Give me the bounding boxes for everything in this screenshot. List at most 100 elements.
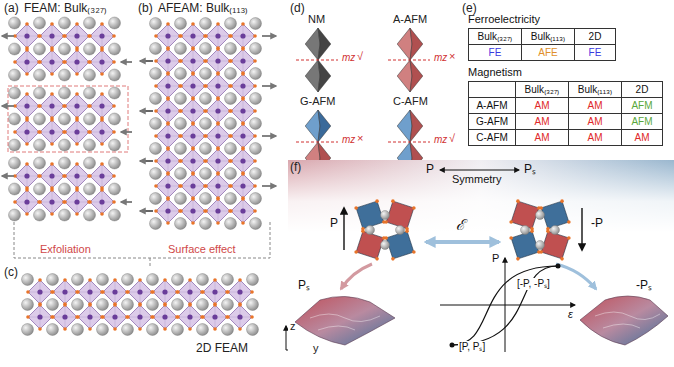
oxygen-atom: [253, 34, 257, 38]
octahedron: [206, 99, 230, 123]
oxygen-atom: [241, 172, 245, 176]
oxygen-atom: [178, 134, 182, 138]
oxygen-atom: [63, 34, 67, 38]
octahedron: [178, 280, 202, 304]
oxygen-atom: [166, 97, 170, 101]
panel-letter: (c): [4, 266, 18, 280]
oxygen-atom: [166, 122, 170, 126]
oxygen-atom: [75, 22, 79, 26]
octahedron-edge: [181, 49, 205, 73]
oxygen-atom: [241, 146, 245, 150]
oxygen-atom: [516, 199, 520, 203]
octahedron: [156, 149, 180, 173]
octahedron-edge: [28, 305, 52, 329]
polarization-label: -P: [591, 217, 603, 231]
table-cell: A-AFM: [469, 98, 515, 113]
b-site-atom: [165, 58, 170, 63]
oxygen-atom: [163, 327, 167, 331]
oxygen-atom: [138, 302, 142, 306]
oxygen-atom: [241, 71, 245, 75]
oxygen-atom: [253, 134, 257, 138]
oxygen-atom: [37, 34, 41, 38]
oxygen-atom: [179, 159, 183, 163]
oxygen-atom: [113, 278, 117, 282]
oxygen-atom: [166, 172, 170, 176]
arrow: [140, 160, 153, 162]
b-site-atom: [74, 129, 79, 134]
table-cell: FE: [469, 45, 521, 60]
oxygen-atom: [26, 315, 30, 319]
oxygen-atom: [88, 302, 92, 306]
table-cell: AM: [569, 130, 621, 145]
a-site-atom: [200, 68, 212, 80]
oxygen-atom: [113, 302, 117, 306]
a-site-atom: [109, 69, 121, 81]
octahedron: [15, 120, 39, 144]
arrow: [140, 110, 153, 112]
oxygen-atom: [87, 60, 91, 64]
oxygen-atom: [191, 47, 195, 51]
exfoliation-box: [8, 86, 128, 152]
mirror-plane: [296, 60, 338, 61]
a-site-atom: [175, 43, 187, 55]
octahedron-edge: [65, 24, 89, 48]
table-cell: AM: [569, 114, 621, 129]
oxygen-atom: [75, 118, 79, 122]
oxygen-atom: [26, 290, 30, 294]
octahedron: [156, 24, 180, 48]
octahedron: [156, 199, 180, 223]
a-site-atom: [22, 274, 34, 286]
octahedron: [90, 94, 114, 118]
a-site-atom: [122, 274, 134, 286]
oxygen-atom: [216, 72, 220, 76]
a-site-atom: [150, 118, 162, 130]
table-cell: AM: [516, 98, 568, 113]
oxygen-atom: [179, 59, 183, 63]
oxygen-atom: [216, 147, 220, 151]
oxygen-atom: [38, 303, 42, 307]
oxygen-atom: [201, 290, 205, 294]
octahedron-edge: [156, 124, 180, 148]
octahedron-edge: [156, 24, 180, 48]
arrow: [262, 35, 276, 37]
cross-mark: ×: [357, 132, 363, 145]
b-site-atom: [187, 314, 192, 319]
a-site-atom: [34, 113, 46, 125]
oxygen-atom: [216, 121, 220, 125]
energy-surface: [580, 296, 668, 345]
a-site-atom: [150, 43, 162, 55]
oxygen-atom: [384, 236, 388, 240]
octahedron: [65, 94, 89, 118]
oxygen-atom: [391, 199, 395, 203]
table-title: Magnetism: [468, 66, 663, 79]
oxygen-atom: [163, 302, 167, 306]
oxygen-atom: [191, 96, 195, 100]
a-site-atom: [84, 87, 96, 99]
mirror-label: mz: [342, 134, 355, 146]
octahedron-edge: [206, 74, 230, 98]
octahedron: [181, 149, 205, 173]
oxygen-atom: [203, 209, 207, 213]
octahedron: [90, 190, 114, 214]
b-site-atom: [74, 33, 79, 38]
octahedron-edge: [231, 49, 255, 73]
oxygen-atom: [150, 315, 154, 319]
oxygen-atom: [191, 97, 195, 101]
oxygen-atom: [113, 327, 117, 331]
oxygen-atom: [166, 171, 170, 175]
b-site-atom: [37, 314, 42, 319]
octahedron-edge: [15, 24, 39, 48]
oxygen-atom: [188, 302, 192, 306]
oxygen-atom: [38, 34, 42, 38]
process-label: Exfoliation: [40, 243, 91, 256]
oxygen-atom: [179, 209, 183, 213]
table-cell: FE: [575, 45, 615, 60]
oxygen-atom: [50, 142, 54, 146]
oxygen-atom: [63, 302, 67, 306]
octahedron: [156, 74, 180, 98]
octahedron: [203, 305, 227, 329]
b-site-atom: [165, 33, 170, 38]
panel-title: 2D FEAM: [196, 342, 248, 356]
a-site-atom: [9, 209, 21, 221]
oxygen-atom: [241, 196, 245, 200]
